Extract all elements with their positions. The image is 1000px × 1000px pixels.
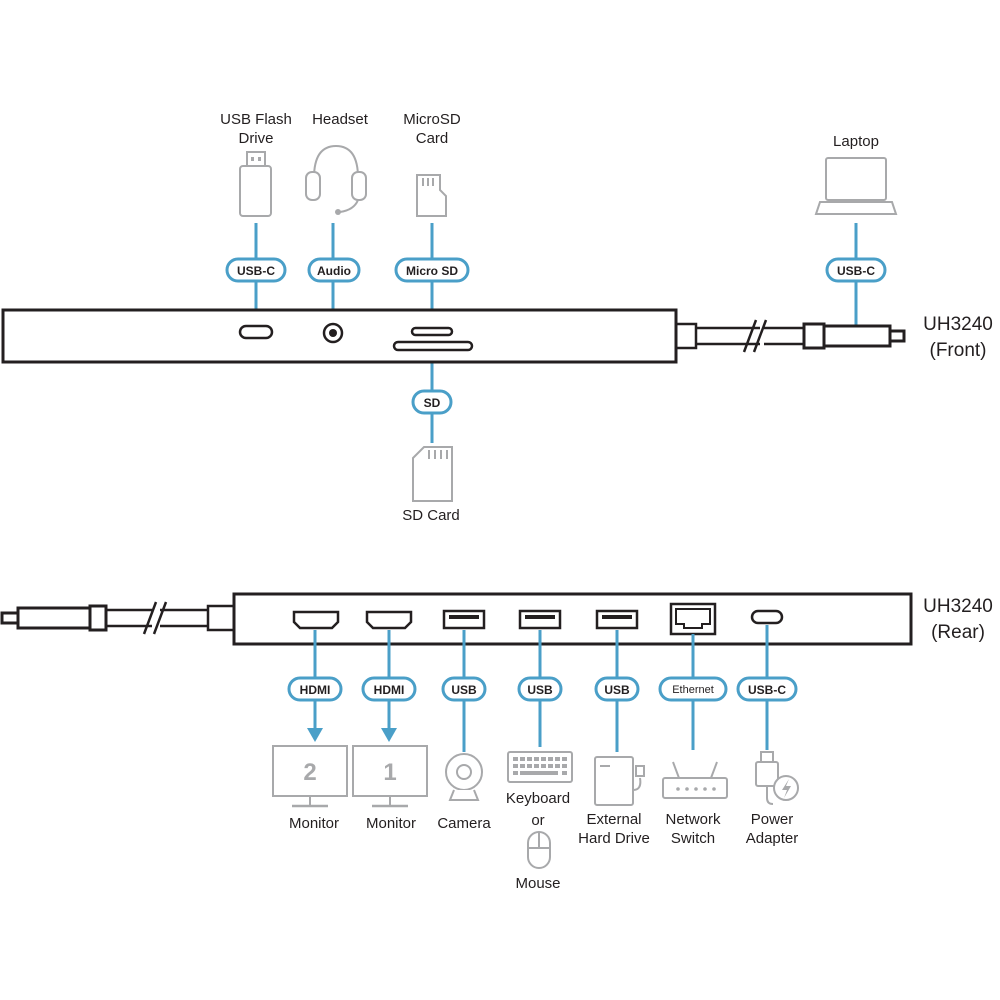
usb-flash-drive-icon bbox=[239, 151, 272, 217]
microsd-card-label-line2: Card bbox=[416, 130, 449, 147]
usb-3-port-label: USB bbox=[604, 683, 630, 697]
front-side-label: (Front) bbox=[930, 340, 987, 361]
hdmi-port-2 bbox=[365, 610, 413, 630]
monitor-1-icon: 1 bbox=[352, 745, 428, 808]
hdmi-1-port-label: HDMI bbox=[300, 683, 331, 697]
hdd-label-line2: Hard Drive bbox=[578, 830, 650, 847]
monitor-2-number: 2 bbox=[303, 759, 316, 786]
usb-port-camera bbox=[442, 609, 486, 630]
laptop-usbc-port-label: USB-C bbox=[837, 264, 875, 278]
sd-port-label: SD bbox=[424, 396, 441, 410]
rear-usbc-port-label: USB-C bbox=[748, 683, 786, 697]
audio-port-label: Audio bbox=[317, 264, 351, 278]
mouse-label: Mouse bbox=[515, 875, 560, 892]
camera-icon bbox=[445, 753, 483, 801]
usb-1-port-pill: USB bbox=[441, 676, 487, 702]
microsd-port-label: Micro SD bbox=[406, 264, 458, 278]
rear-cable bbox=[0, 601, 234, 635]
rear-side-label: (Rear) bbox=[931, 622, 985, 643]
hdmi-port-1 bbox=[292, 610, 340, 630]
microsd-port-pill: Micro SD bbox=[394, 257, 470, 283]
power-adapter-label-line2: Adapter bbox=[746, 830, 799, 847]
camera-label: Camera bbox=[437, 815, 491, 832]
microsd-slot bbox=[410, 326, 454, 337]
front-view: USB Flash Drive Headset MicroSD Card Lap… bbox=[1, 111, 993, 524]
monitor-1-label: Monitor bbox=[366, 815, 416, 832]
hdmi-2-port-pill: HDMI bbox=[361, 676, 417, 702]
usbc-port-label: USB-C bbox=[237, 264, 275, 278]
front-model-label: UH3240 bbox=[923, 314, 993, 335]
ethernet-port-pill: Ethernet bbox=[658, 676, 728, 702]
rear-usbc-port-pill: USB-C bbox=[736, 676, 798, 702]
microsd-card-label-line1: MicroSD bbox=[403, 111, 461, 128]
hdmi-2-arrow-icon bbox=[381, 728, 397, 742]
hdd-label-line1: External bbox=[586, 811, 641, 828]
front-usbc-port bbox=[238, 324, 274, 340]
laptop-label: Laptop bbox=[833, 133, 879, 150]
sd-card-label: SD Card bbox=[402, 507, 460, 524]
external-hard-drive-icon bbox=[594, 756, 645, 806]
usb-3-port-pill: USB bbox=[594, 676, 640, 702]
monitor-1-number: 1 bbox=[383, 759, 396, 786]
mouse-icon bbox=[527, 831, 551, 869]
or-label: or bbox=[531, 812, 544, 829]
switch-label-line1: Network bbox=[665, 811, 721, 828]
headset-icon bbox=[305, 144, 367, 215]
rear-usbc-port bbox=[750, 609, 784, 625]
power-adapter-icon bbox=[755, 751, 799, 805]
sd-card-icon bbox=[412, 446, 453, 502]
keyboard-label: Keyboard bbox=[506, 790, 570, 807]
sd-port-pill: SD bbox=[411, 389, 453, 415]
rear-view: UH3240 (Rear) HDMI HDMI USB USB bbox=[0, 592, 993, 892]
monitor-2-icon: 2 bbox=[272, 745, 348, 808]
laptop-icon bbox=[814, 157, 898, 215]
hub-rear-body bbox=[232, 592, 913, 646]
hdmi-1-arrow-icon bbox=[307, 728, 323, 742]
hdmi-2-port-label: HDMI bbox=[374, 683, 405, 697]
usb-flash-drive-label-line2: Drive bbox=[238, 130, 273, 147]
usb-port-keyboard bbox=[518, 609, 562, 630]
usbc-port-pill: USB-C bbox=[225, 257, 287, 283]
monitor-2-label: Monitor bbox=[289, 815, 339, 832]
ethernet-port-label: Ethernet bbox=[672, 684, 714, 696]
microsd-card-icon bbox=[416, 174, 447, 217]
network-switch-icon bbox=[662, 761, 728, 799]
switch-label-line2: Switch bbox=[671, 830, 715, 847]
power-adapter-label-line1: Power bbox=[751, 811, 794, 828]
audio-port-pill: Audio bbox=[307, 257, 361, 283]
front-cable bbox=[676, 319, 906, 353]
usb-flash-drive-label-line1: USB Flash bbox=[220, 111, 292, 128]
keyboard-icon bbox=[507, 751, 573, 783]
usb-2-port-pill: USB bbox=[517, 676, 563, 702]
rear-model-label: UH3240 bbox=[923, 596, 993, 617]
headset-label: Headset bbox=[312, 111, 369, 128]
ethernet-port bbox=[669, 602, 717, 636]
usb-2-port-label: USB bbox=[527, 683, 553, 697]
hdmi-1-port-pill: HDMI bbox=[287, 676, 343, 702]
sd-slot bbox=[392, 340, 474, 352]
laptop-usbc-port-pill: USB-C bbox=[825, 257, 887, 283]
usb-1-port-label: USB bbox=[451, 683, 477, 697]
usb-port-hdd bbox=[595, 609, 639, 630]
